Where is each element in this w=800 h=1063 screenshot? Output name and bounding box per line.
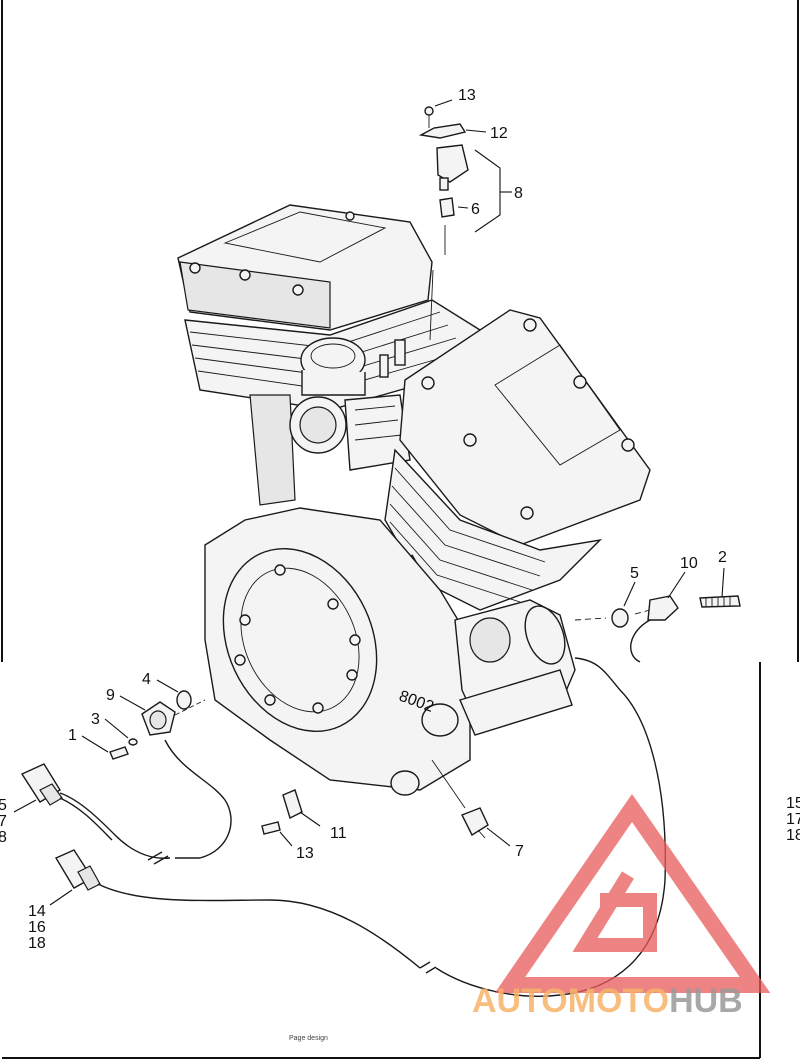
footer-note: Page design [289,1035,328,1042]
callout-7-left: 7 [0,813,7,830]
callout-6: 6 [471,201,480,218]
callout-13-top: 13 [458,87,476,104]
screw-13-bottom [261,821,281,835]
callout-16: 16 [28,919,46,936]
callout-1: 1 [68,727,77,744]
callout-5-right: 5 [630,565,639,582]
washer-3 [128,738,138,746]
left-sensor-group [109,690,206,760]
callout-11: 11 [330,825,347,842]
watermark-text: AUTOMOTOHUB [472,982,743,1020]
watermark-prefix: AUTOMOTO [472,982,669,1020]
sensor-10 [647,595,679,621]
o-ring-5-right [611,608,629,628]
callout-18: 18 [28,935,46,952]
seal-6 [439,197,455,218]
callout-8: 8 [514,185,523,202]
bracket-11 [282,789,303,819]
screw-13-top [424,106,434,116]
front-rocker-cover [399,309,651,546]
callout-5-left: 5 [0,797,7,814]
watermark-logo [494,793,771,993]
callout-7: 7 [515,843,524,860]
clip-12 [418,123,467,139]
leader-lines [13,99,725,906]
callout-12: 12 [490,125,508,142]
crankcase: 8002 [204,507,471,796]
wiring-harness [20,657,667,997]
watermark-suffix: HUB [669,982,743,1020]
screw-1 [109,746,129,760]
callout-labels: 13 12 8 6 2 10 5 4 9 3 1 5 7 8 11 13 7 1… [0,87,800,952]
carburetor [289,337,411,471]
callout-17-right: 17 [786,811,800,828]
o-ring-4 [176,690,192,710]
engine-assembly: 8002 [177,204,651,796]
bracket-group [261,789,303,835]
top-sensor-group [418,106,469,341]
callout-18-right: 18 [786,827,800,844]
map-sensor-8 [436,144,469,183]
callout-14: 14 [28,903,46,920]
right-sensor-group [574,595,741,663]
oil-switch-7 [431,759,489,839]
callout-2: 2 [718,549,727,566]
callout-8-left: 8 [0,829,7,846]
callout-3: 3 [91,711,100,728]
callout-15-right: 15 [786,795,800,812]
callout-13-bottom: 13 [296,845,314,862]
rear-rocker-cover [177,204,433,331]
callout-9: 9 [106,687,115,704]
callout-10: 10 [680,555,698,572]
callout-4: 4 [142,671,151,688]
starter-motor [454,599,576,736]
